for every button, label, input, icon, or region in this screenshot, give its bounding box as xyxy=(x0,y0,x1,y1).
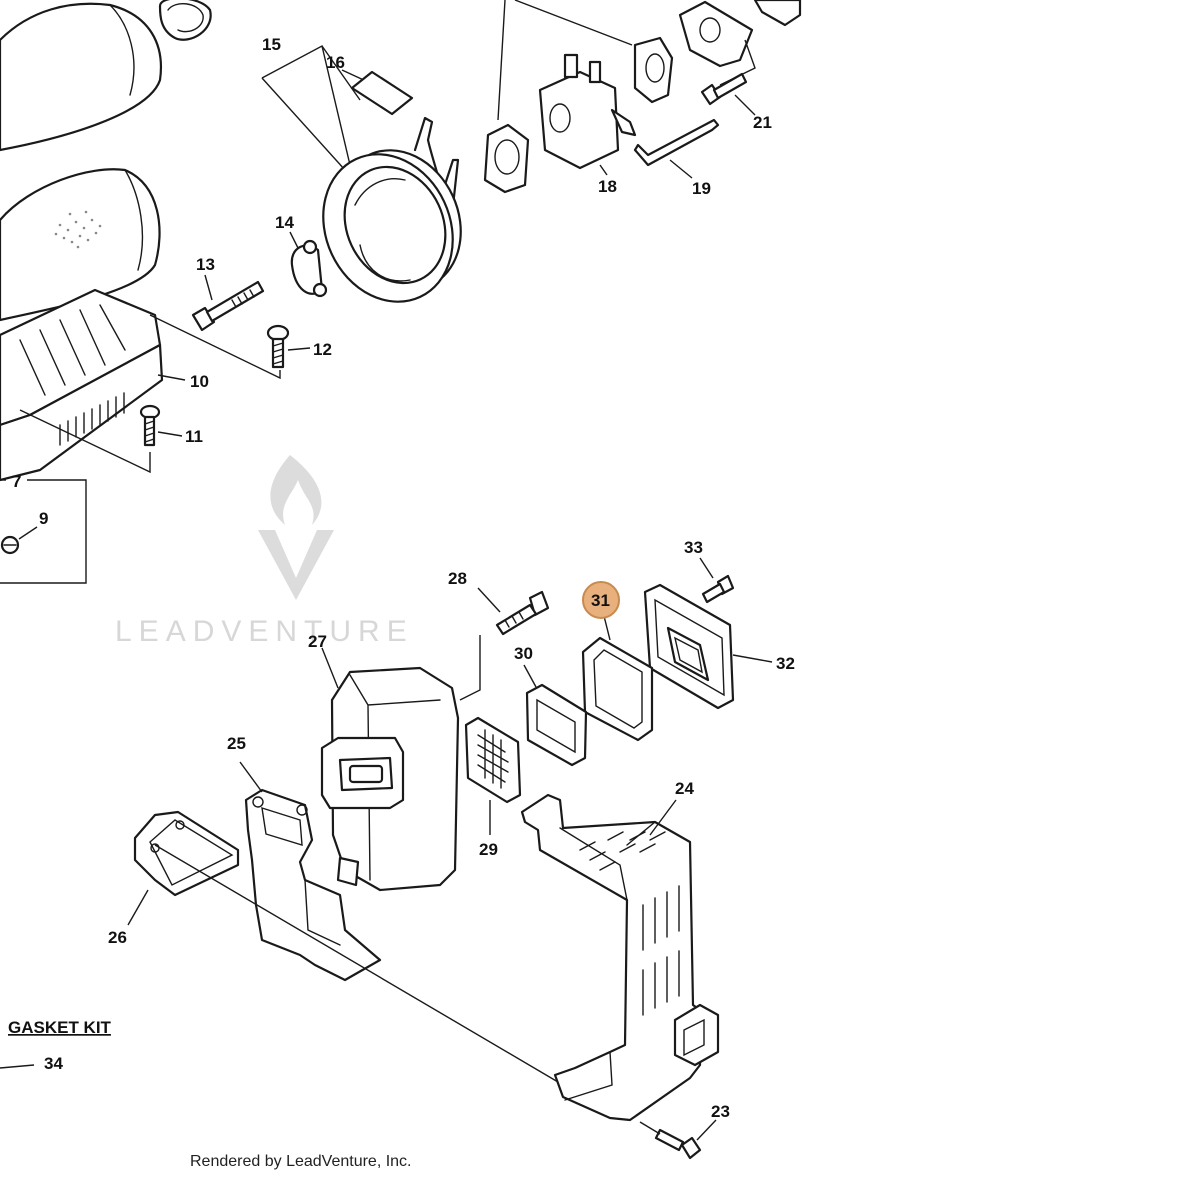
part-9-screw xyxy=(0,526,38,555)
part-top-right-gasket xyxy=(753,0,802,27)
leader-10 xyxy=(157,374,186,381)
callout-34: 34 xyxy=(44,1054,63,1073)
leader-7 xyxy=(0,479,87,584)
callout-28: 28 xyxy=(448,569,467,588)
callout-16: 16 xyxy=(326,53,345,72)
leader-15 xyxy=(261,44,361,171)
callout-10: 10 xyxy=(190,372,209,391)
callout-33: 33 xyxy=(684,538,703,557)
leader-11-line xyxy=(19,409,151,474)
part-29-screen xyxy=(464,716,522,835)
leadventure-watermark: LEADVENTURE xyxy=(115,455,414,648)
callout-30: 30 xyxy=(514,644,533,663)
callout-29: 29 xyxy=(479,840,498,859)
part-31-gasket xyxy=(581,615,654,742)
part-28-bolt xyxy=(477,587,550,636)
callout-15: 15 xyxy=(262,35,281,54)
part-insulator xyxy=(678,0,754,68)
part-15-fan-housing xyxy=(322,116,462,303)
part-25-exhaust-gasket xyxy=(239,761,382,982)
callout-32: 32 xyxy=(776,654,795,673)
part-24-muffler-shield xyxy=(520,793,720,1122)
part-gasket-upper-right xyxy=(633,36,674,104)
callout-13: 13 xyxy=(196,255,215,274)
callout-23: 23 xyxy=(711,1102,730,1121)
gasket-kit-label: GASKET KIT xyxy=(8,1018,112,1037)
callout-12: 12 xyxy=(313,340,332,359)
air-filter-assembly xyxy=(0,0,212,482)
callout-26: 26 xyxy=(108,928,127,947)
callout-14: 14 xyxy=(275,213,294,232)
leader-17 xyxy=(497,0,633,121)
part-14-clip xyxy=(289,231,328,298)
callout-7: 7 xyxy=(12,472,21,491)
part-12-screw xyxy=(266,324,311,369)
callout-21: 21 xyxy=(753,113,772,132)
part-13-bolt xyxy=(191,274,265,332)
callout-27: 27 xyxy=(308,632,327,651)
part-23-screw xyxy=(639,1119,717,1160)
leader-26-line xyxy=(154,844,559,1083)
leader-12-line xyxy=(149,314,281,380)
callout-24: 24 xyxy=(675,779,694,798)
part-19-fuel-line xyxy=(633,118,720,179)
leader-28-line xyxy=(459,635,481,701)
callout-9: 9 xyxy=(39,509,48,528)
part-32-cover-plate xyxy=(643,583,773,710)
callout-19: 19 xyxy=(692,179,711,198)
part-33-screw xyxy=(699,557,735,604)
part-16-label xyxy=(350,70,414,116)
watermark-text: LEADVENTURE xyxy=(115,615,414,648)
part-18-carburetor xyxy=(538,53,637,176)
part-26-deflector xyxy=(127,810,240,926)
part-11-screw xyxy=(139,404,183,447)
render-credit: Rendered by LeadVenture, Inc. xyxy=(190,1153,412,1170)
part-30-gasket xyxy=(523,664,588,767)
callout-18: 18 xyxy=(598,177,617,196)
part-27-muffler xyxy=(320,647,460,892)
part-21-screw xyxy=(700,39,756,116)
leader-34 xyxy=(0,1064,35,1069)
callout-11: 11 xyxy=(185,427,203,446)
callout-31-highlight[interactable] xyxy=(582,581,620,619)
callout-25: 25 xyxy=(227,734,246,753)
callout-31[interactable]: 31 xyxy=(591,591,610,610)
part-gasket-upper-left xyxy=(483,123,530,194)
